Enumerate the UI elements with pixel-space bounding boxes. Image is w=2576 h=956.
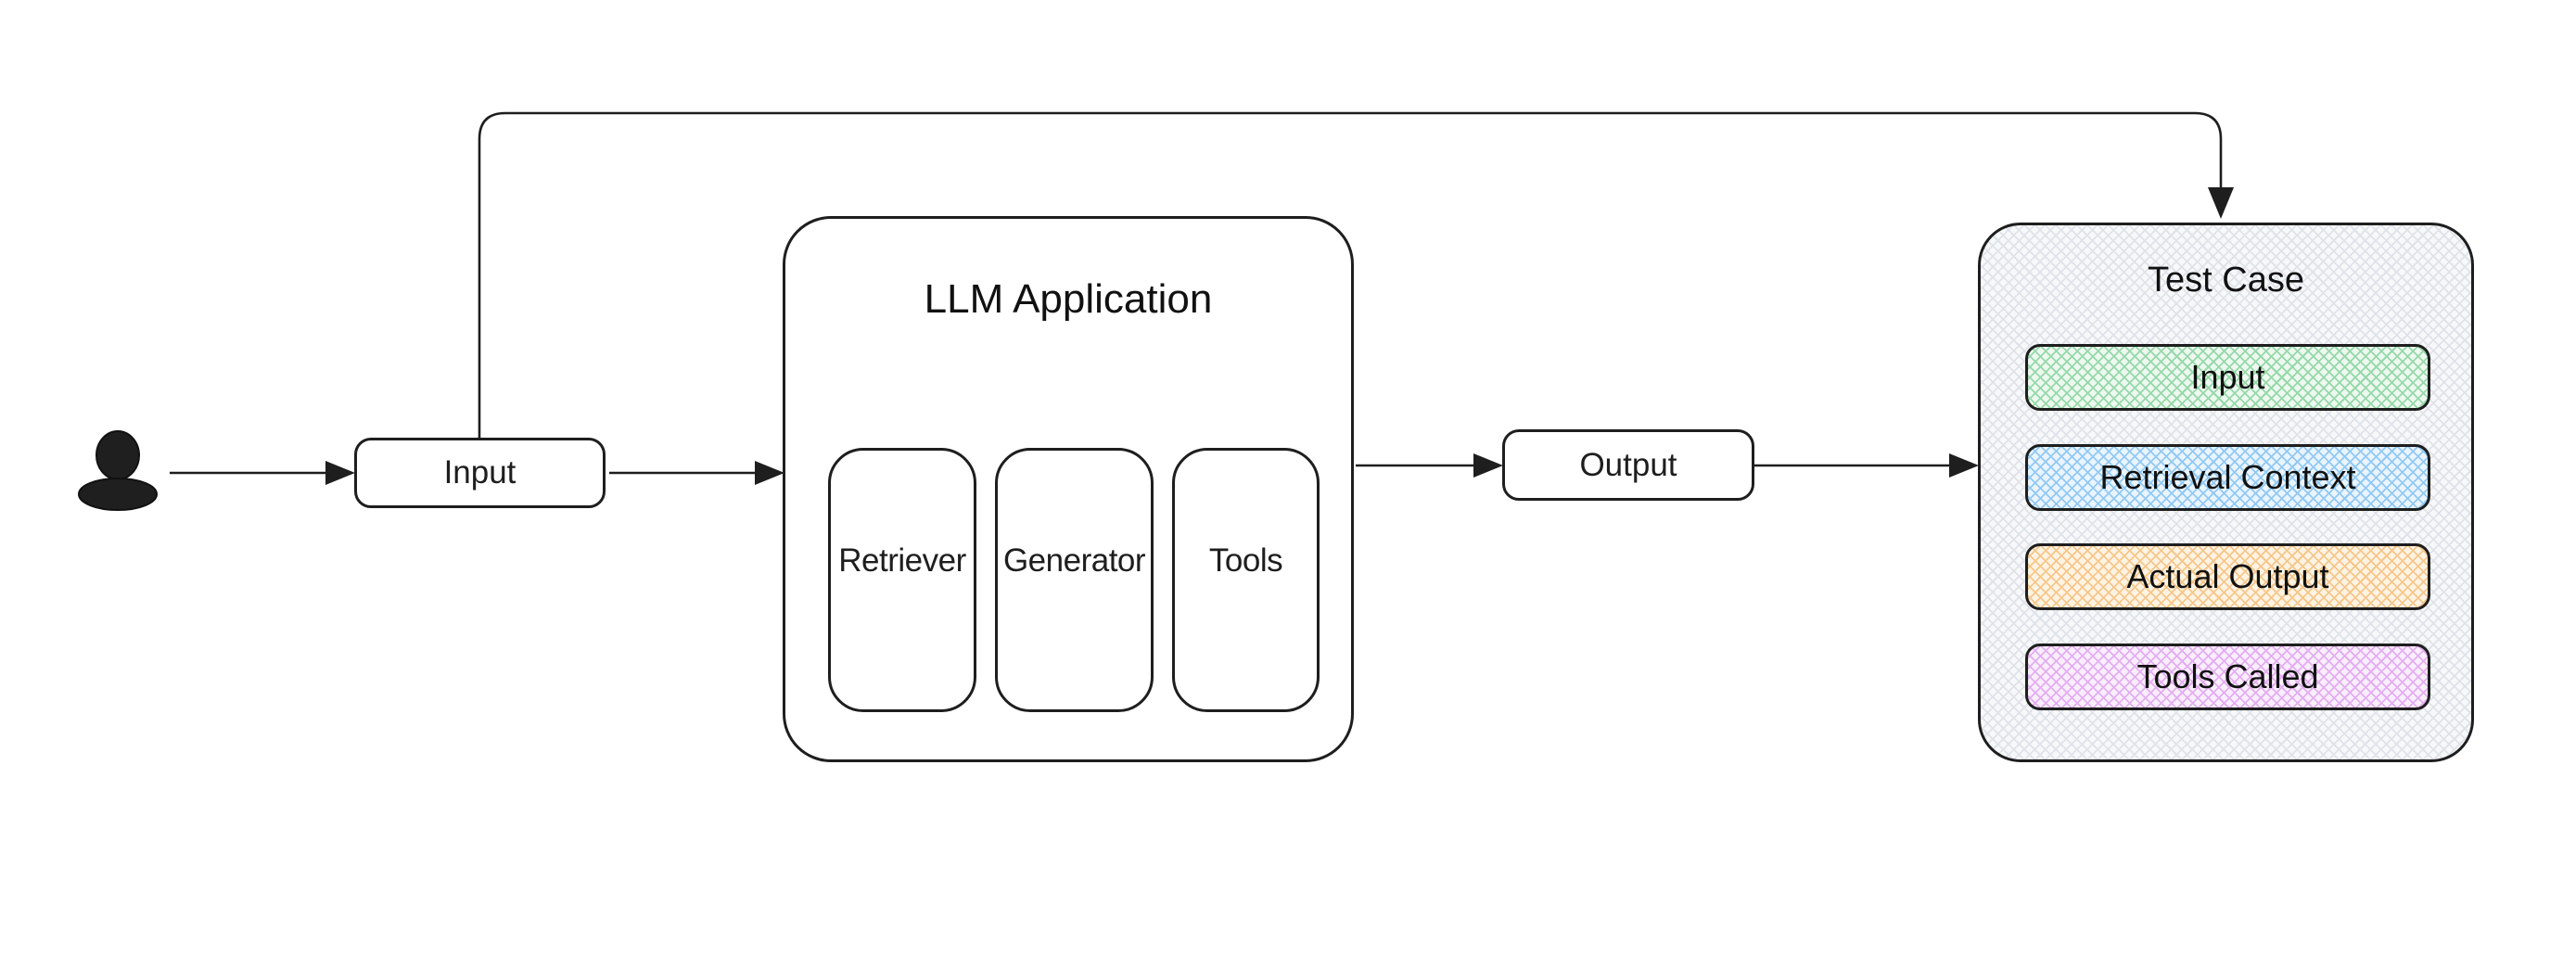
component-tools-label: Tools <box>1208 542 1283 579</box>
component-retriever: Retriever <box>828 448 976 712</box>
test-case-field-retrieval-context-label: Retrieval Context <box>2099 458 2356 496</box>
llm-application-title: LLM Application <box>924 276 1213 322</box>
person-icon <box>78 430 158 511</box>
test-case-field-actual-output: Actual Output <box>2025 543 2430 610</box>
test-case-node: Test Case Input Retrieval Context Actual… <box>1978 223 2474 762</box>
test-case-field-tools-called-label: Tools Called <box>2136 657 2319 695</box>
arrow-user-to-input <box>170 461 355 485</box>
component-tools: Tools <box>1172 448 1320 712</box>
arrow-input-to-llm <box>609 461 784 485</box>
arrow-input-to-testcase-feedback <box>478 111 2234 438</box>
arrow-llm-to-output <box>1356 453 1503 478</box>
arrow-output-to-testcase <box>1754 453 1979 478</box>
component-retriever-label: Retriever <box>838 542 966 579</box>
person-body <box>78 478 158 511</box>
output-node-label: Output <box>1579 446 1677 483</box>
output-node: Output <box>1502 429 1754 501</box>
component-generator-label: Generator <box>1002 542 1146 579</box>
test-case-field-tools-called: Tools Called <box>2025 644 2430 710</box>
llm-application-node: LLM Application Retriever Generator Tool… <box>783 216 1354 762</box>
test-case-title: Test Case <box>2148 261 2304 300</box>
component-generator: Generator <box>995 448 1154 712</box>
input-node: Input <box>354 438 606 508</box>
person-head <box>96 430 140 480</box>
test-case-field-actual-output-label: Actual Output <box>2126 557 2329 595</box>
input-node-label: Input <box>443 454 516 491</box>
test-case-field-input: Input <box>2025 344 2430 411</box>
test-case-field-retrieval-context: Retrieval Context <box>2025 444 2430 511</box>
test-case-field-input-label: Input <box>2190 358 2265 396</box>
